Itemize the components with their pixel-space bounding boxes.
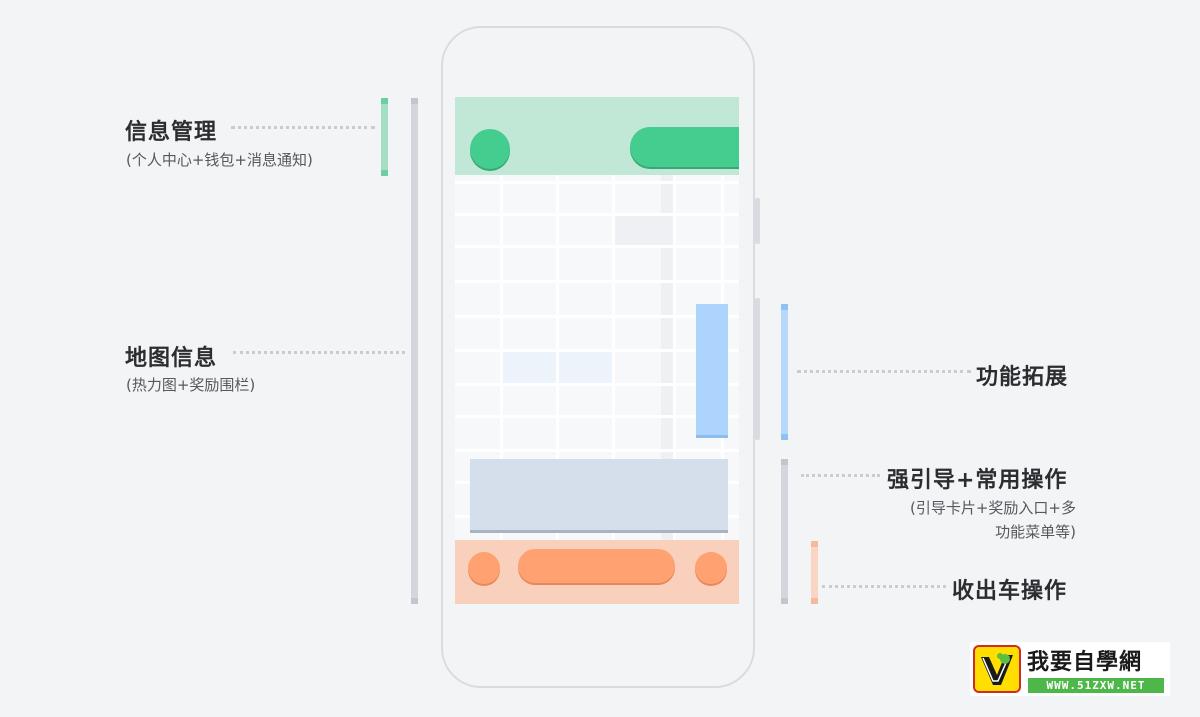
- guide-bracket-cap: [781, 598, 788, 604]
- feature-bracket-cap: [781, 434, 788, 440]
- guide-bracket-bar: [781, 459, 788, 604]
- map-bracket-cap: [411, 598, 418, 604]
- car-bracket-cap: [811, 541, 818, 547]
- grid-line: [455, 349, 739, 352]
- top-action-pill[interactable]: [630, 127, 739, 167]
- guide-card[interactable]: [470, 459, 728, 533]
- info-bracket-bar: [381, 98, 388, 176]
- feature-extension-title: 功能拓展: [976, 365, 1069, 390]
- phone-side-button-lower: [755, 298, 760, 440]
- grid-line: [455, 383, 739, 386]
- grid-line: [455, 245, 739, 248]
- guide-bracket-cap: [781, 459, 788, 465]
- guide-sub-line2: 功能菜单等): [995, 523, 1076, 541]
- info-leader-line: [231, 126, 375, 129]
- start-stop-pill-button[interactable]: [518, 549, 675, 583]
- map-road: [661, 175, 673, 540]
- logo-url: WWW.51ZXW.NET: [1028, 678, 1164, 693]
- map-leader-line: [233, 351, 405, 354]
- guide-leader-line: [801, 474, 880, 477]
- map-block: [615, 213, 663, 245]
- bottom-action-bar: [455, 540, 739, 604]
- car-bracket-cap: [811, 598, 818, 604]
- grid-line: [612, 175, 615, 540]
- map-bracket-cap: [411, 98, 418, 104]
- info-bracket-cap: [381, 170, 388, 176]
- feature-bracket-cap: [781, 304, 788, 310]
- logo-text: 我要自學網: [1027, 649, 1143, 675]
- phone-side-button-upper: [755, 198, 760, 244]
- logo-badge-icon: [973, 645, 1021, 693]
- grid-line: [556, 175, 559, 540]
- top-info-bar: [455, 97, 739, 175]
- grid-line: [455, 315, 739, 318]
- grid-line: [455, 449, 739, 452]
- info-bracket-cap: [381, 98, 388, 104]
- avatar-circle[interactable]: [470, 129, 510, 169]
- phone-screen-wireframe: [455, 97, 739, 604]
- map-info-sub: (热力图+奖励围栏): [126, 376, 256, 394]
- grid-line: [455, 181, 739, 184]
- grid-line: [455, 213, 739, 216]
- site-logo: 我要自學網 WWW.51ZXW.NET: [970, 642, 1170, 696]
- car-operation-title: 收出车操作: [952, 579, 1068, 604]
- guide-title: 强引导+常用操作: [887, 468, 1068, 493]
- map-area: [455, 175, 739, 540]
- info-management-sub: (个人中心+钱包+消息通知): [126, 151, 313, 169]
- grid-line: [455, 415, 739, 418]
- bottom-right-circle-button[interactable]: [695, 552, 727, 584]
- feature-bracket-bar: [781, 304, 788, 440]
- car-bracket-bar: [811, 541, 818, 604]
- map-bracket-bar: [411, 98, 418, 604]
- guide-sub-line1: (引导卡片+奖励入口+多: [910, 499, 1076, 517]
- feature-extension-panel[interactable]: [696, 304, 728, 438]
- grid-line: [455, 280, 739, 283]
- feature-leader-line: [797, 370, 971, 373]
- grid-line: [673, 175, 676, 540]
- car-leader-line: [822, 585, 946, 588]
- map-info-title: 地图信息: [125, 346, 218, 371]
- bottom-left-circle-button[interactable]: [468, 552, 500, 584]
- info-management-title: 信息管理: [125, 120, 218, 145]
- grid-line: [500, 175, 503, 540]
